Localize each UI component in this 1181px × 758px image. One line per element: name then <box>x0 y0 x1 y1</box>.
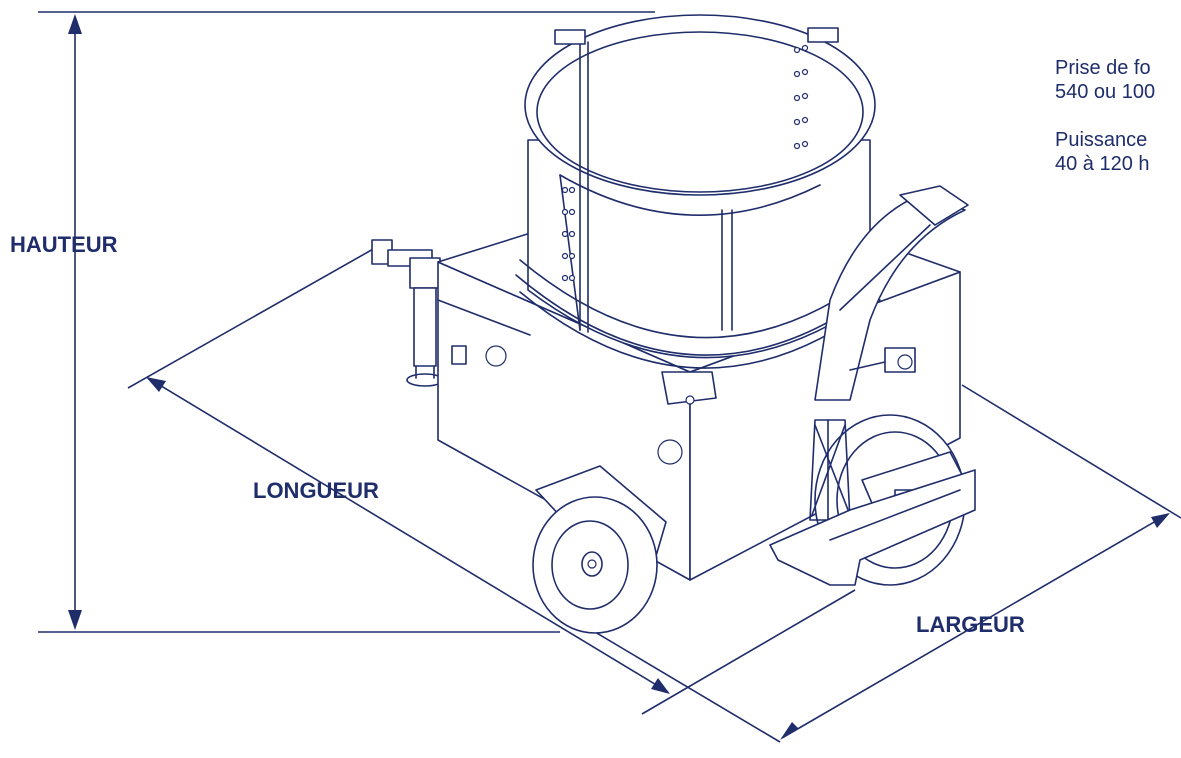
wheel <box>532 465 667 634</box>
drum-clamp <box>661 371 717 405</box>
drum-bracket-left <box>554 29 586 45</box>
bale-processor <box>371 14 976 634</box>
height-label: HAUTEUR <box>10 232 118 257</box>
width-dimension <box>641 384 1181 740</box>
chassis-port <box>485 345 507 367</box>
hitch-jack <box>371 239 444 387</box>
height-dimension <box>38 11 655 633</box>
drum-bracket-right <box>807 27 839 43</box>
height-arrow-bottom <box>68 610 82 630</box>
length-arrow-end <box>651 678 670 694</box>
tub-drum <box>515 14 885 405</box>
width-arrow-start <box>780 722 798 740</box>
control-box <box>451 345 467 365</box>
pto-spec-line1: Prise de fo <box>1055 57 1151 79</box>
power-spec-line1: Puissance <box>1055 129 1148 151</box>
power-spec-line2: 40 à 120 h <box>1055 153 1150 175</box>
pto-spec-line2: 540 ou 100 <box>1055 81 1156 103</box>
chassis-port-2 <box>657 439 683 465</box>
width-arrow-end <box>1151 513 1170 528</box>
length-label: LONGUEUR <box>253 478 379 503</box>
rivet-holes <box>561 44 809 282</box>
width-label: LARGEUR <box>916 612 1025 637</box>
pto-spec: Prise de fo 540 ou 100 <box>1055 56 1155 104</box>
base-skid <box>769 469 976 586</box>
length-arrow-start <box>146 377 166 392</box>
discharge-chute <box>814 185 969 401</box>
height-arrow-top <box>68 14 82 34</box>
power-spec: Puissance 40 à 120 h <box>1055 128 1150 176</box>
